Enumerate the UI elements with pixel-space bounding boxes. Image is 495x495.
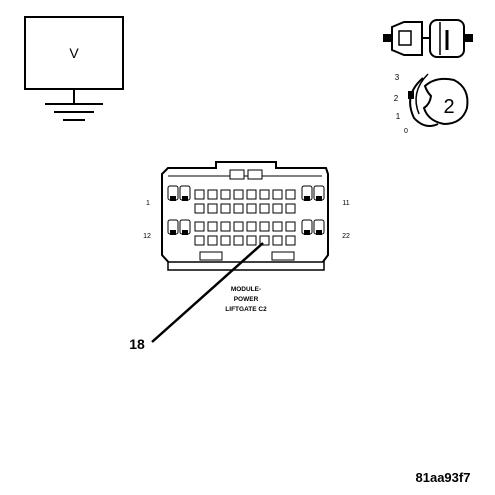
cavity — [194, 189, 205, 200]
cavity — [194, 235, 205, 246]
connector-key — [316, 230, 322, 235]
connector-key — [170, 230, 176, 235]
cavity — [233, 221, 244, 232]
cavity — [259, 221, 270, 232]
cavity — [272, 221, 283, 232]
cavity — [272, 235, 283, 246]
pin-label-12: 12 — [143, 233, 151, 240]
ignition-selected-position: 2 — [443, 96, 454, 118]
cavity — [285, 221, 296, 232]
ground-icon — [45, 103, 103, 121]
cavity — [259, 189, 270, 200]
cavity — [233, 235, 244, 246]
ignition-position-0: 0 — [404, 128, 408, 135]
callout-pin-number: 18 — [129, 336, 145, 352]
callout-leader-line — [151, 242, 264, 343]
cavity-row-bottom — [194, 221, 296, 246]
ignition-position-1: 1 — [396, 112, 401, 121]
cavity — [272, 203, 283, 214]
cavity — [233, 189, 244, 200]
cavity — [207, 189, 218, 200]
figure-id: 81aa93f7 — [416, 470, 471, 485]
cavity — [207, 203, 218, 214]
connector-plug-icon — [383, 19, 473, 58]
cavity — [246, 189, 257, 200]
cavity — [272, 189, 283, 200]
cavity — [246, 203, 257, 214]
connector-key — [304, 196, 310, 201]
cavity — [207, 221, 218, 232]
connector-key — [182, 196, 188, 201]
cavity — [285, 189, 296, 200]
pin-label-1: 1 — [146, 200, 150, 207]
cavity — [220, 189, 231, 200]
connector-housing — [161, 161, 329, 267]
connector-latch — [167, 261, 325, 271]
cavity — [285, 203, 296, 214]
cavity — [220, 235, 231, 246]
connector-key — [304, 230, 310, 235]
connector-key — [182, 230, 188, 235]
voltmeter-label: V — [69, 45, 79, 61]
connector-name-line-3: LIFTGATE C2 — [225, 306, 267, 313]
cavity — [233, 203, 244, 214]
connector-c2: 1 11 12 22 MODULE- POWER LIFTGATE C2 — [143, 161, 350, 313]
cavity — [220, 203, 231, 214]
ignition-switch-icon: 3 2 1 0 2 — [394, 73, 469, 135]
ignition-position-3: 3 — [395, 73, 400, 82]
pin-callout: 18 — [129, 242, 264, 352]
ignition-position-2: 2 — [394, 94, 399, 103]
cavity — [259, 235, 270, 246]
cavity — [246, 235, 257, 246]
cavity — [285, 235, 296, 246]
cavity-row-top — [194, 189, 296, 214]
connector-name-line-2: POWER — [234, 296, 259, 303]
connector-key — [316, 196, 322, 201]
pin-label-11: 11 — [342, 200, 349, 207]
pin-label-22: 22 — [342, 233, 350, 240]
cavity — [194, 221, 205, 232]
cavity — [259, 203, 270, 214]
voltmeter-symbol: V — [24, 16, 124, 121]
cavity — [220, 221, 231, 232]
cavity — [246, 221, 257, 232]
voltmeter-box — [24, 16, 124, 90]
cavity — [207, 235, 218, 246]
connector-name-line-1: MODULE- — [231, 286, 261, 293]
connector-key — [170, 196, 176, 201]
cavity — [194, 203, 205, 214]
